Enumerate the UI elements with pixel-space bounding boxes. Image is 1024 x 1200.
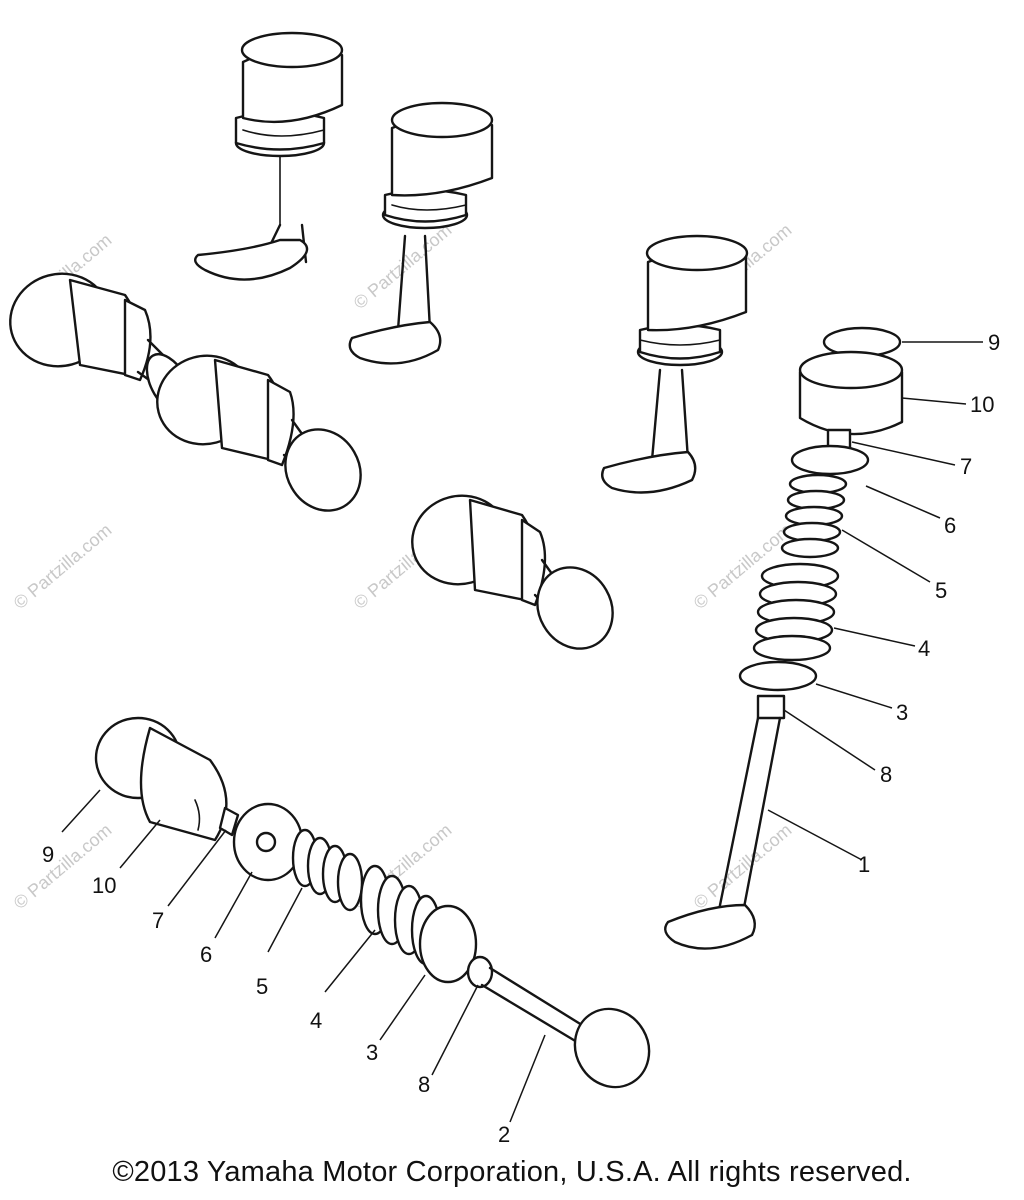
callout-label: 8 [880, 762, 892, 787]
callout-leaders-right [767, 341, 983, 861]
spring-seat-3b [418, 904, 478, 984]
spring-5b [291, 828, 364, 912]
callout-labels-right: 9 10 7 6 5 4 3 8 1 [858, 330, 1000, 877]
spring-4 [752, 562, 840, 662]
callout-labels-bottom: 9 10 7 6 5 4 3 8 2 [42, 842, 510, 1147]
callout-label: 7 [152, 908, 164, 933]
copyright-notice: ©2013 Yamaha Motor Corporation, U.S.A. A… [112, 1156, 912, 1188]
watermark: © Partzilla.com [10, 820, 116, 913]
callout-label: 4 [918, 636, 930, 661]
lifter-10b [139, 726, 228, 842]
callout-label: 8 [418, 1072, 430, 1097]
callout-label: 6 [200, 942, 212, 967]
callout-label: 9 [988, 330, 1000, 355]
valve-assembly-tilted-1 [9, 272, 195, 417]
cotter-7b [218, 806, 240, 837]
valve-assembly-upright-3 [601, 234, 749, 494]
watermark: © Partzilla.com [10, 520, 116, 613]
callout-label: 10 [970, 392, 994, 417]
callout-label: 9 [42, 842, 54, 867]
spring-5 [780, 473, 848, 559]
valve-assembly-tilted-2 [156, 354, 362, 512]
callout-label: 3 [366, 1040, 378, 1065]
callout-label: 2 [498, 1122, 510, 1147]
valve-assembly-tilted-3 [411, 494, 614, 650]
callout-label: 10 [92, 873, 116, 898]
callout-label: 7 [960, 454, 972, 479]
valve-assembly-upright-1 [194, 31, 344, 281]
valve-exploded-bottom [94, 716, 651, 1089]
valve-stem-2 [480, 966, 592, 1047]
callout-label: 3 [896, 700, 908, 725]
valve-stem-1 [716, 716, 782, 920]
stem-seal-8 [756, 694, 786, 720]
callout-label: 1 [858, 852, 870, 877]
spring-seat-3 [738, 660, 818, 692]
retainer-6 [790, 444, 870, 476]
callout-label: 4 [310, 1008, 322, 1033]
callout-leaders-bottom [61, 789, 546, 1123]
callout-label: 5 [256, 974, 268, 999]
callout-label: 5 [935, 578, 947, 603]
watermark: © Partzilla.com [690, 820, 796, 913]
callout-label: 6 [944, 513, 956, 538]
stem-seal-8b [466, 955, 494, 989]
valve-assembly-upright-2 [348, 101, 494, 365]
valve-exploded-right [664, 326, 904, 950]
